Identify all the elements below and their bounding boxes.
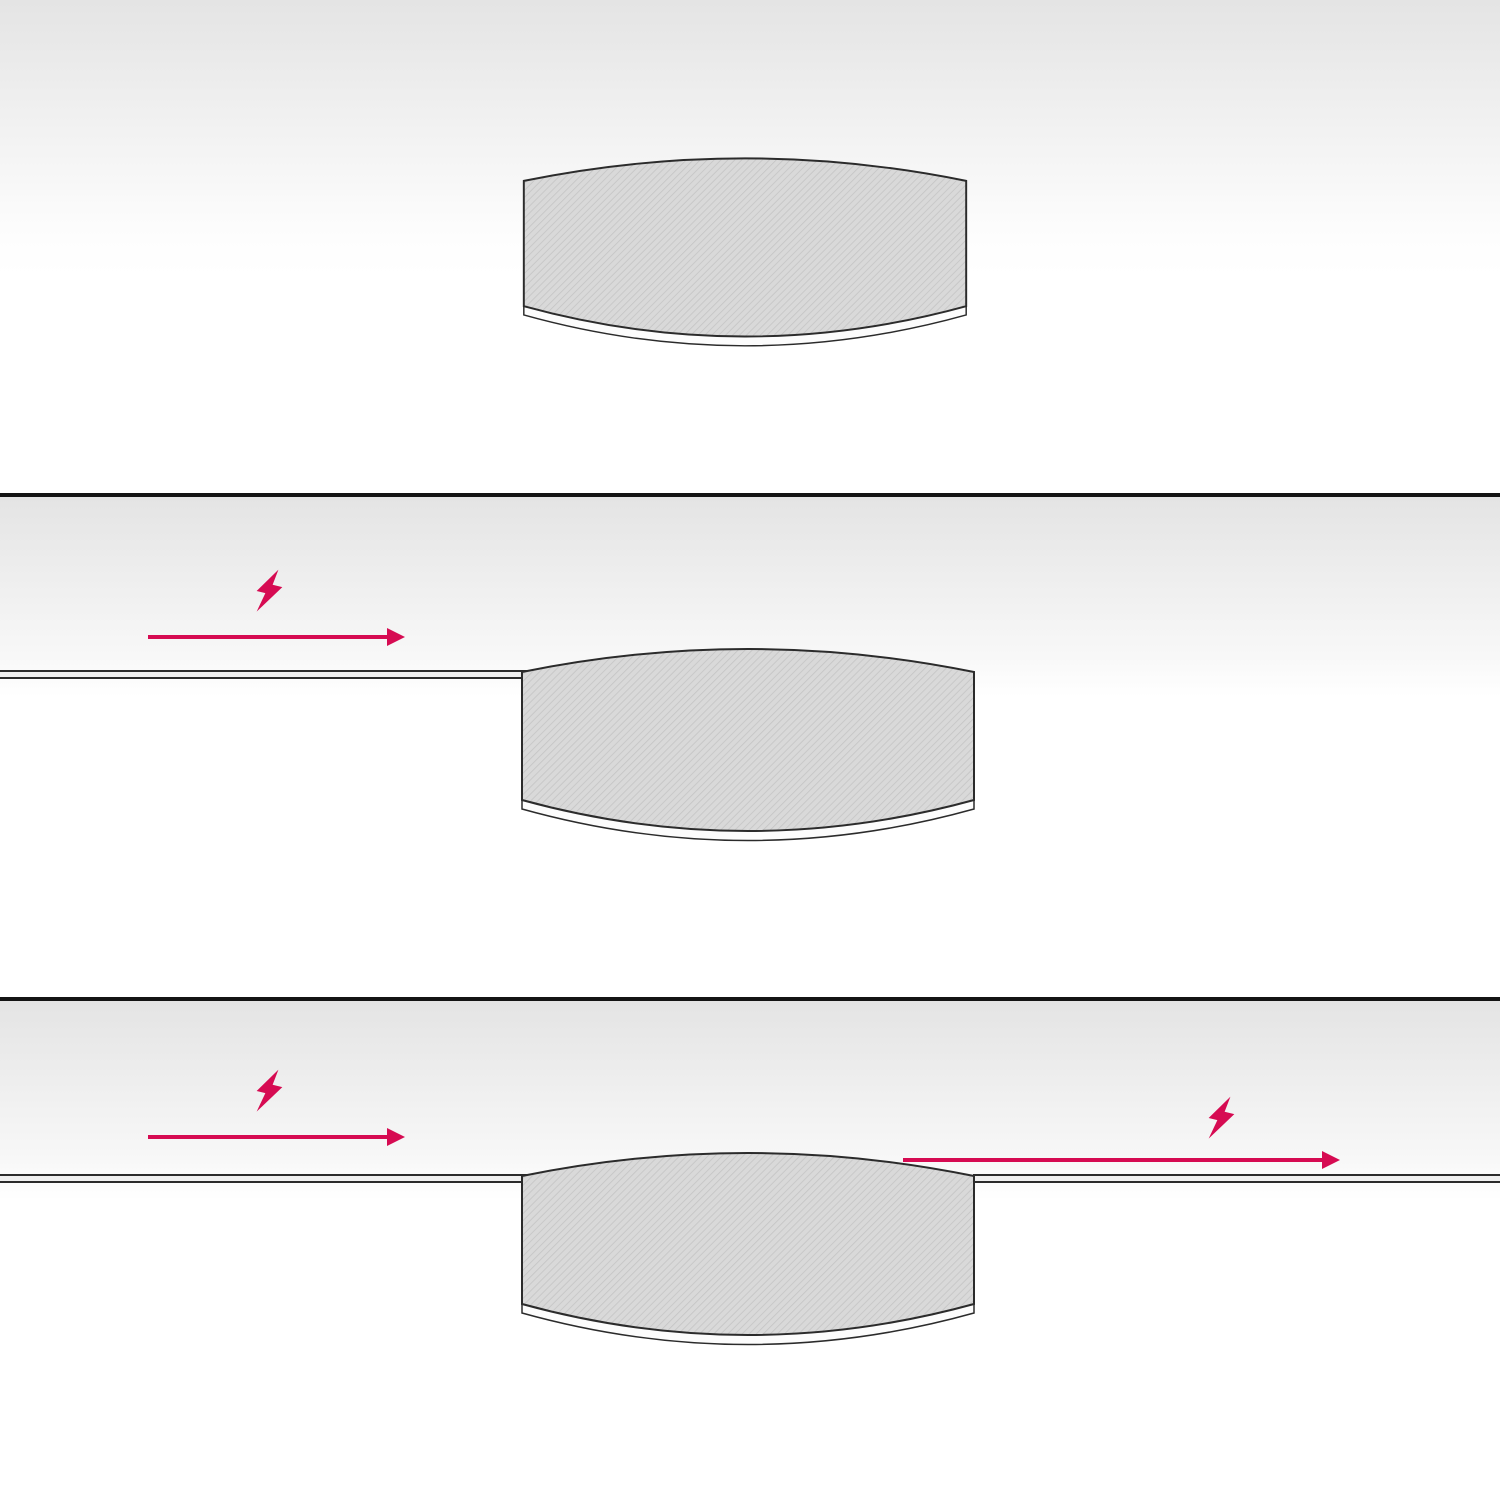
lamp-drum-shade [522,157,968,338]
current-direction-arrow-icon [148,1128,405,1146]
ceiling-drum-lamp [521,1152,975,1346]
lamp-drum-shade [521,1152,975,1336]
lightning-bolt-icon [256,1069,283,1112]
lamp-drum-shade [521,648,975,832]
power-cable-left [0,1174,545,1183]
current-direction-arrow-icon [903,1151,1340,1169]
ceiling-drum-lamp [521,648,975,842]
ceiling-drum-lamp [522,157,968,347]
power-cable-right [973,1174,1500,1183]
panel-divider [0,493,1500,497]
current-direction-arrow-icon [148,628,405,646]
lightning-bolt-icon [1208,1096,1235,1139]
panel-divider [0,997,1500,1001]
lightning-bolt-icon [256,569,283,612]
power-cable-left [0,670,545,679]
